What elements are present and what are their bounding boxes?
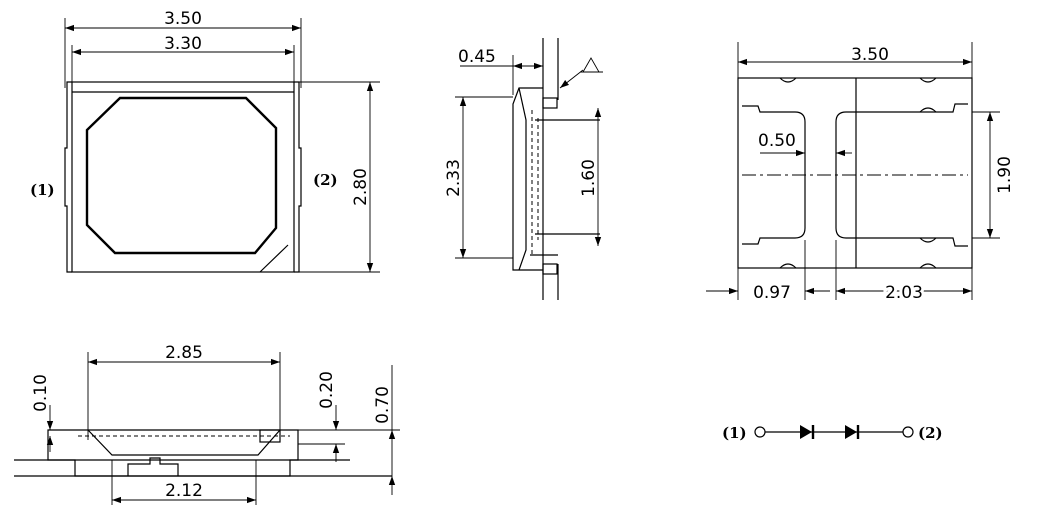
- bottom-width-label: 3.50: [851, 45, 889, 65]
- top-view: 3.50 3.30 2.80 (1) (2): [30, 9, 380, 273]
- top-pin2-label: (2): [313, 171, 338, 189]
- schematic-pin2-label: (2): [918, 424, 943, 442]
- front-dim-010-label: 0.10: [31, 374, 51, 412]
- bottom-right-pad-label: 2.03: [885, 283, 923, 303]
- top-pin1-label: (1): [30, 181, 55, 199]
- bottom-view: 3.50 0.50 1.90 0.97 0.97 2.03: [706, 42, 1015, 306]
- bottom-left-pad-bg: 0.97: [753, 283, 791, 303]
- bottom-gap-label: 0.50: [758, 131, 796, 151]
- schematic-pin1-label: (1): [722, 424, 747, 442]
- diode-schematic: (1) (2): [722, 424, 943, 442]
- terminal-1: [754, 426, 766, 438]
- front-top-width-label: 2.85: [165, 343, 203, 363]
- bottom-right-pad-bg: 2.03: [885, 283, 923, 303]
- front-bottom-width-label: 2.12: [165, 481, 203, 501]
- front-dim-070-label: 0.70: [373, 386, 393, 424]
- bottom-left-pad-label: 0.97: [753, 283, 791, 303]
- lens-outline: [85, 96, 278, 255]
- terminal-2: [902, 426, 914, 438]
- side-height-inner-label: 1.60: [579, 159, 599, 197]
- side-height-outer-label: 2.33: [444, 159, 464, 197]
- top-width-outer-label: 3.50: [164, 9, 202, 29]
- front-dim-020-label: 0.20: [317, 371, 337, 409]
- bottom-pad-height-label: 1.90: [995, 156, 1015, 194]
- diode-1-icon: [800, 425, 812, 439]
- side-view: 0.45 2.33 1.60: [444, 38, 603, 300]
- top-width-inner-label: 3.30: [164, 34, 202, 54]
- side-offset-label: 0.45: [458, 47, 496, 67]
- front-view: 2.85 2.12 0.10 0.20 0.70: [14, 343, 400, 505]
- top-height-label: 2.80: [351, 168, 371, 206]
- diode-2-icon: [845, 425, 857, 439]
